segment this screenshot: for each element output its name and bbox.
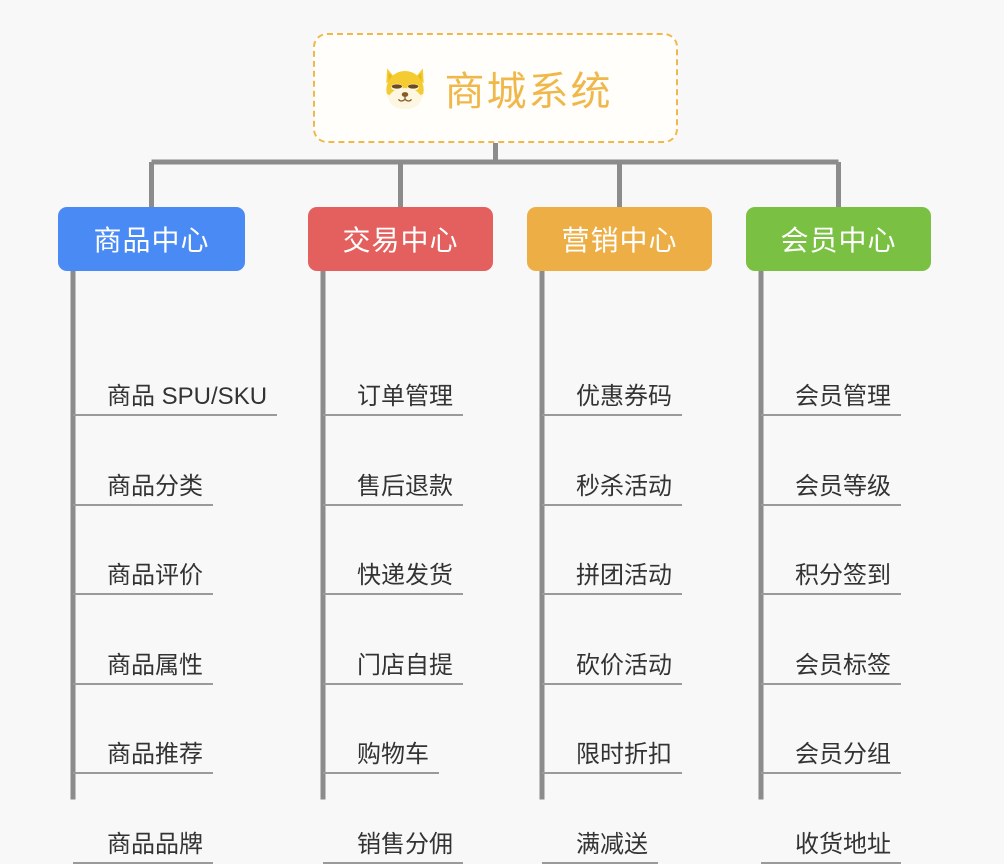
leaf-item-label: 商品 SPU/SKU	[107, 383, 268, 410]
root-title: 商城系统	[444, 70, 613, 114]
leaf-item[interactable]: 收货地址	[761, 828, 901, 864]
leaf-item[interactable]: 售后退款	[323, 470, 463, 506]
leaf-item[interactable]: 会员分组	[761, 738, 901, 774]
category-header-4[interactable]: 会员中心	[746, 207, 931, 271]
leaf-item[interactable]: 优惠券码	[542, 380, 682, 416]
leaf-item-label: 商品品牌	[107, 830, 203, 858]
leaf-item[interactable]: 销售分佣	[323, 828, 463, 864]
leaf-item-label: 秒杀活动	[576, 472, 672, 500]
leaf-item-label: 会员管理	[795, 383, 891, 410]
leaf-item-label: 购物车	[357, 741, 429, 768]
shiba-dog-face-icon	[379, 62, 431, 114]
leaf-item[interactable]: 会员管理	[761, 380, 901, 416]
category-column-3: 营销中心优惠券码秒杀活动拼团活动砍价活动限时折扣满减送	[527, 207, 712, 864]
leaf-item[interactable]: 购物车	[323, 738, 439, 774]
leaf-item[interactable]: 会员标签	[761, 649, 901, 685]
leaf-item[interactable]: 砍价活动	[542, 649, 682, 685]
leaf-item[interactable]: 商品 SPU/SKU	[73, 380, 278, 416]
leaf-item-label: 商品推荐	[107, 741, 203, 768]
category-column-1: 商品中心商品 SPU/SKU 商品分类商品评价商品属性商品推荐商品品牌	[58, 207, 278, 864]
category-column-2: 交易中心订单管理售后退款快递发货门店自提购物车销售分佣	[308, 207, 493, 864]
leaf-item-label: 快递发货	[357, 562, 453, 589]
leaf-item[interactable]: 积分签到	[761, 559, 901, 595]
leaf-item-label: 会员等级	[795, 472, 891, 500]
leaf-item-label: 砍价活动	[576, 651, 672, 679]
leaf-item-label: 订单管理	[357, 383, 453, 410]
category-header-label: 商品中心	[93, 225, 210, 256]
leaf-item[interactable]: 会员等级	[761, 470, 901, 506]
leaf-item[interactable]: 订单管理	[323, 380, 463, 416]
leaf-item-label: 会员分组	[795, 741, 891, 768]
leaf-item-label: 售后退款	[357, 472, 453, 500]
category-header-label: 营销中心	[561, 225, 678, 256]
leaf-item[interactable]: 限时折扣	[542, 738, 682, 774]
leaf-item[interactable]: 门店自提	[323, 649, 463, 685]
leaf-item-label: 满减送	[576, 830, 648, 858]
leaf-item-label: 商品属性	[107, 651, 203, 679]
category-header-2[interactable]: 交易中心	[308, 207, 493, 271]
category-header-label: 会员中心	[780, 225, 897, 256]
leaf-item-label: 优惠券码	[576, 383, 672, 410]
category-header-1[interactable]: 商品中心	[58, 207, 245, 271]
leaf-item-label: 限时折扣	[576, 741, 672, 768]
leaf-item-label: 拼团活动	[576, 562, 672, 589]
mindmap-canvas: 商城系统 商品中心商品 SPU/SKU 商品分类商品评价商品属性商品推荐商品品牌 交…	[58, 33, 931, 864]
leaf-item[interactable]: 商品属性	[73, 649, 213, 685]
leaf-item[interactable]: 商品推荐	[73, 738, 213, 774]
leaf-item[interactable]: 商品分类	[73, 470, 213, 506]
leaf-item-label: 商品评价	[107, 562, 203, 589]
leaf-item-label: 门店自提	[357, 651, 453, 679]
leaf-item[interactable]: 商品品牌	[73, 828, 213, 864]
leaf-item[interactable]: 满减送	[542, 828, 658, 864]
category-header-label: 交易中心	[342, 225, 459, 256]
category-header-3[interactable]: 营销中心	[527, 207, 712, 271]
leaf-item-label: 积分签到	[795, 562, 891, 589]
leaf-item-label: 收货地址	[795, 830, 891, 858]
leaf-item[interactable]: 商品评价	[73, 559, 213, 595]
leaf-item-label: 商品分类	[107, 472, 203, 500]
root-node[interactable]: 商城系统	[313, 33, 678, 143]
leaf-item[interactable]: 拼团活动	[542, 559, 682, 595]
leaf-item-label: 会员标签	[795, 651, 891, 679]
category-column-4: 会员中心会员管理会员等级积分签到会员标签会员分组收货地址	[746, 207, 931, 864]
leaf-item-label: 销售分佣	[357, 830, 453, 858]
leaf-item[interactable]: 快递发货	[323, 559, 463, 595]
leaf-item[interactable]: 秒杀活动	[542, 470, 682, 506]
